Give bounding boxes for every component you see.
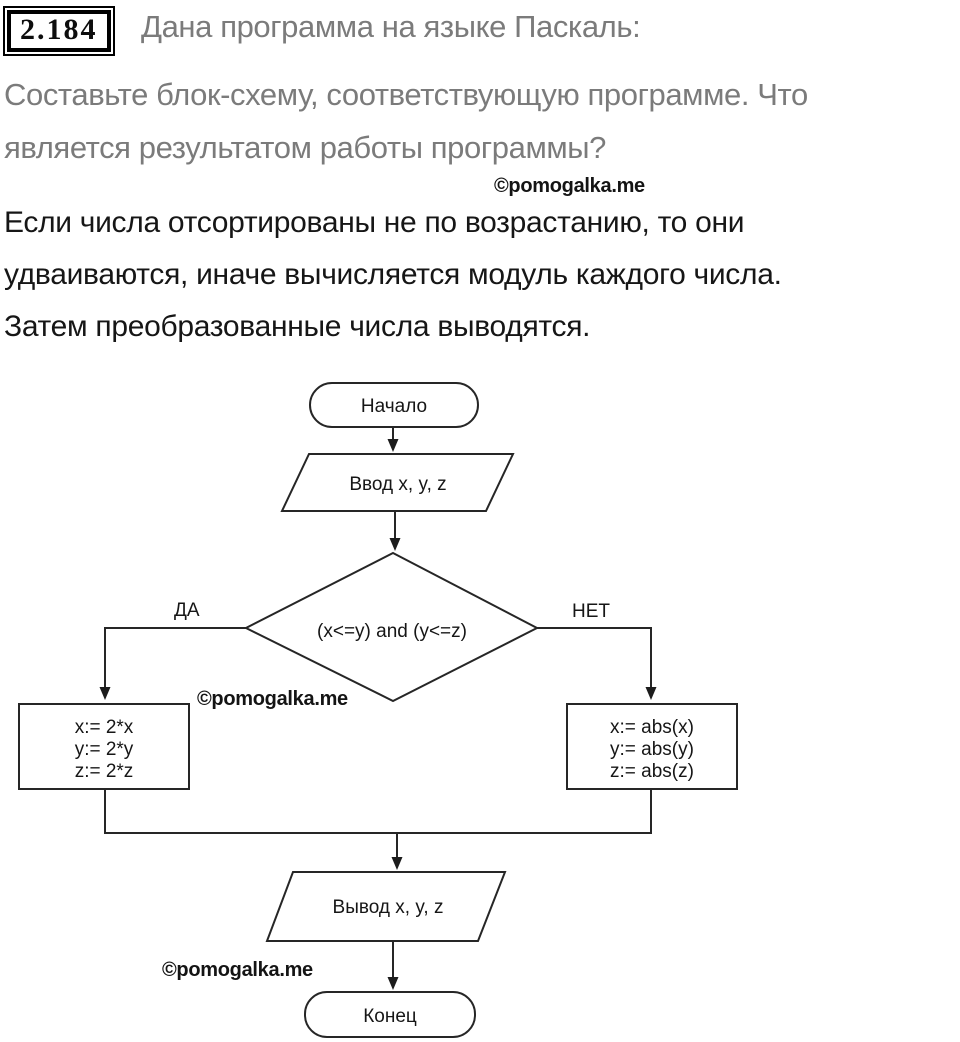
watermark: ©pomogalka.me [494,175,645,197]
answer-line: удваиваются, иначе вычисляется модуль ка… [4,258,782,291]
process-no-line: z:= abs(z) [610,761,694,782]
output-parallelogram [265,871,507,942]
connector-merge [104,789,652,834]
arrowhead-output-end [387,977,399,990]
process-yes-line: z:= 2*z [75,761,134,782]
task-number: 2.184 [7,10,111,52]
decision-diamond [243,551,540,703]
watermark: ©pomogalka.me [162,959,313,981]
arrowhead-branch-no [645,687,657,700]
answer-text: Если числа отсортированы не по возрастан… [4,197,956,353]
process-yes-box [18,703,190,790]
branch-no-label: НЕТ [572,601,610,622]
connector-branch-no [537,627,652,688]
input-parallelogram [280,453,515,512]
arrowhead-start-input [387,439,399,452]
task-intro: Дана программа на языке Паскаль: [141,9,641,44]
process-no-box [566,703,738,790]
arrowhead-input-decision [389,538,401,551]
input-label: Ввод x, y, z [349,474,446,495]
answer-line: Если числа отсортированы не по возрастан… [4,206,745,239]
branch-yes-label: ДА [174,600,200,621]
watermark: ©pomogalka.me [197,688,348,710]
condition-label: (x<=y) and (y<=z) [317,621,467,642]
process-no-line: x:= abs(x) [610,717,694,738]
task-number-box: 2.184 [3,6,115,56]
answer-line: Затем преобразованные числа выводятся. [4,310,591,343]
connector-branch-yes [104,627,246,688]
arrowhead-merge-output [391,857,403,870]
task-question-line: Составьте блок-схему, соответствующую пр… [4,77,808,112]
end-terminator [304,991,476,1038]
end-label: Конец [363,1006,417,1027]
process-yes-line: x:= 2*x [75,717,134,738]
start-terminator [309,382,479,428]
start-label: Начало [361,396,427,417]
process-yes-line: y:= 2*y [75,739,134,760]
task-question-line: является результатом работы программы? [4,130,606,165]
output-label: Вывод x, y, z [333,897,444,918]
task-question: Составьте блок-схему, соответствующую пр… [4,68,956,174]
process-no-line: y:= abs(y) [610,739,694,760]
arrowhead-branch-yes [99,687,111,700]
